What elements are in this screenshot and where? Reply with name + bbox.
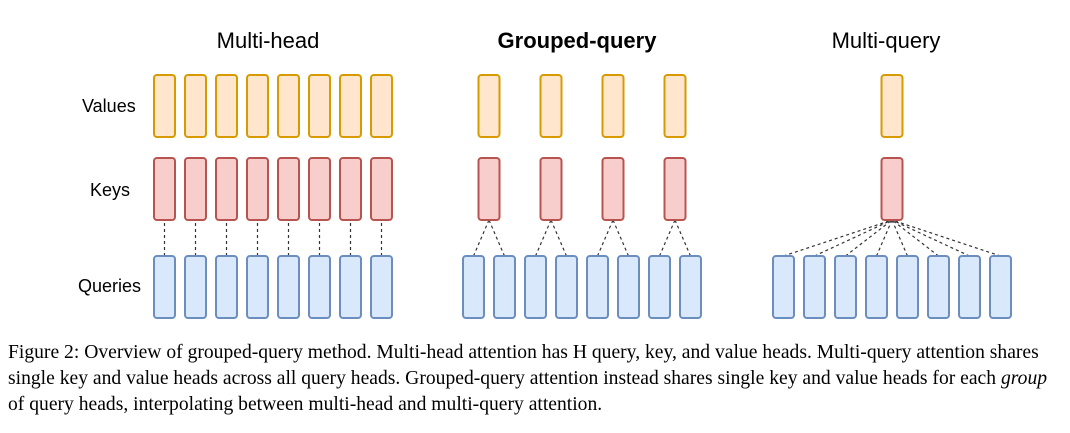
query-head [803,255,826,319]
key-head [339,157,362,221]
query-head [153,255,176,319]
value-head [339,74,362,138]
query-head [896,255,919,319]
key-head [477,157,501,221]
key-head [370,157,393,221]
value-head [370,74,393,138]
query-head [834,255,857,319]
row-label-values: Values [82,96,136,116]
query-head [246,255,269,319]
query-key-connector [875,219,893,257]
query-key-connector [550,219,568,257]
query-head [277,255,300,319]
query-head [215,255,238,319]
query-key-connector [814,219,893,257]
panel-title-grouped-query: Grouped-query [498,28,658,53]
key-head [308,157,331,221]
caption-emphasis: group [1000,368,1048,389]
value-head [601,74,625,138]
query-key-connector [891,219,1001,257]
panel-title-multi-query: Multi-query [832,28,941,53]
value-head [184,74,207,138]
value-head [215,74,238,138]
query-head [339,255,362,319]
query-head [555,255,578,319]
query-head [308,255,331,319]
key-head [601,157,625,221]
query-head [679,255,702,319]
key-head [539,157,563,221]
query-key-connector [612,219,630,257]
value-head [277,74,300,138]
attention-diagram: Values Keys Queries Multi-head Grouped-q… [78,28,1012,319]
query-key-connector [658,219,676,257]
query-head [462,255,485,319]
query-key-connector [674,219,692,257]
query-key-connector [891,219,909,257]
query-head [927,255,950,319]
value-head [153,74,176,138]
query-key-connector [472,219,490,257]
panel-title-multi-head: Multi-head [217,28,320,53]
value-head [539,74,563,138]
value-head [246,74,269,138]
key-head [215,157,238,221]
query-head [370,255,393,319]
key-head [880,157,904,221]
query-head [586,255,609,319]
query-key-connector [596,219,614,257]
value-head [308,74,331,138]
query-key-connector [891,219,970,257]
row-label-keys: Keys [90,180,130,200]
row-label-queries: Queries [78,276,141,296]
query-head [524,255,547,319]
query-head [617,255,640,319]
caption-suffix: of query heads, interpolating between mu… [8,394,603,415]
key-head [184,157,207,221]
value-head [880,74,904,138]
query-head [184,255,207,319]
connector-lines [163,219,1001,257]
caption-prefix: Figure 2: Overview of grouped-query meth… [8,342,1039,389]
query-head [772,255,795,319]
query-head [865,255,888,319]
query-key-connector [845,219,893,257]
query-head [958,255,981,319]
value-head [663,74,687,138]
key-head [663,157,687,221]
key-head [153,157,176,221]
query-head [648,255,671,319]
query-key-connector [891,219,939,257]
key-head [246,157,269,221]
figure-caption: Figure 2: Overview of grouped-query meth… [8,340,1064,418]
key-head [277,157,300,221]
query-key-connector [783,219,893,257]
query-key-connector [534,219,552,257]
value-head [477,74,501,138]
attention-heads [153,74,1012,319]
query-head [989,255,1012,319]
query-key-connector [488,219,506,257]
query-head [493,255,516,319]
